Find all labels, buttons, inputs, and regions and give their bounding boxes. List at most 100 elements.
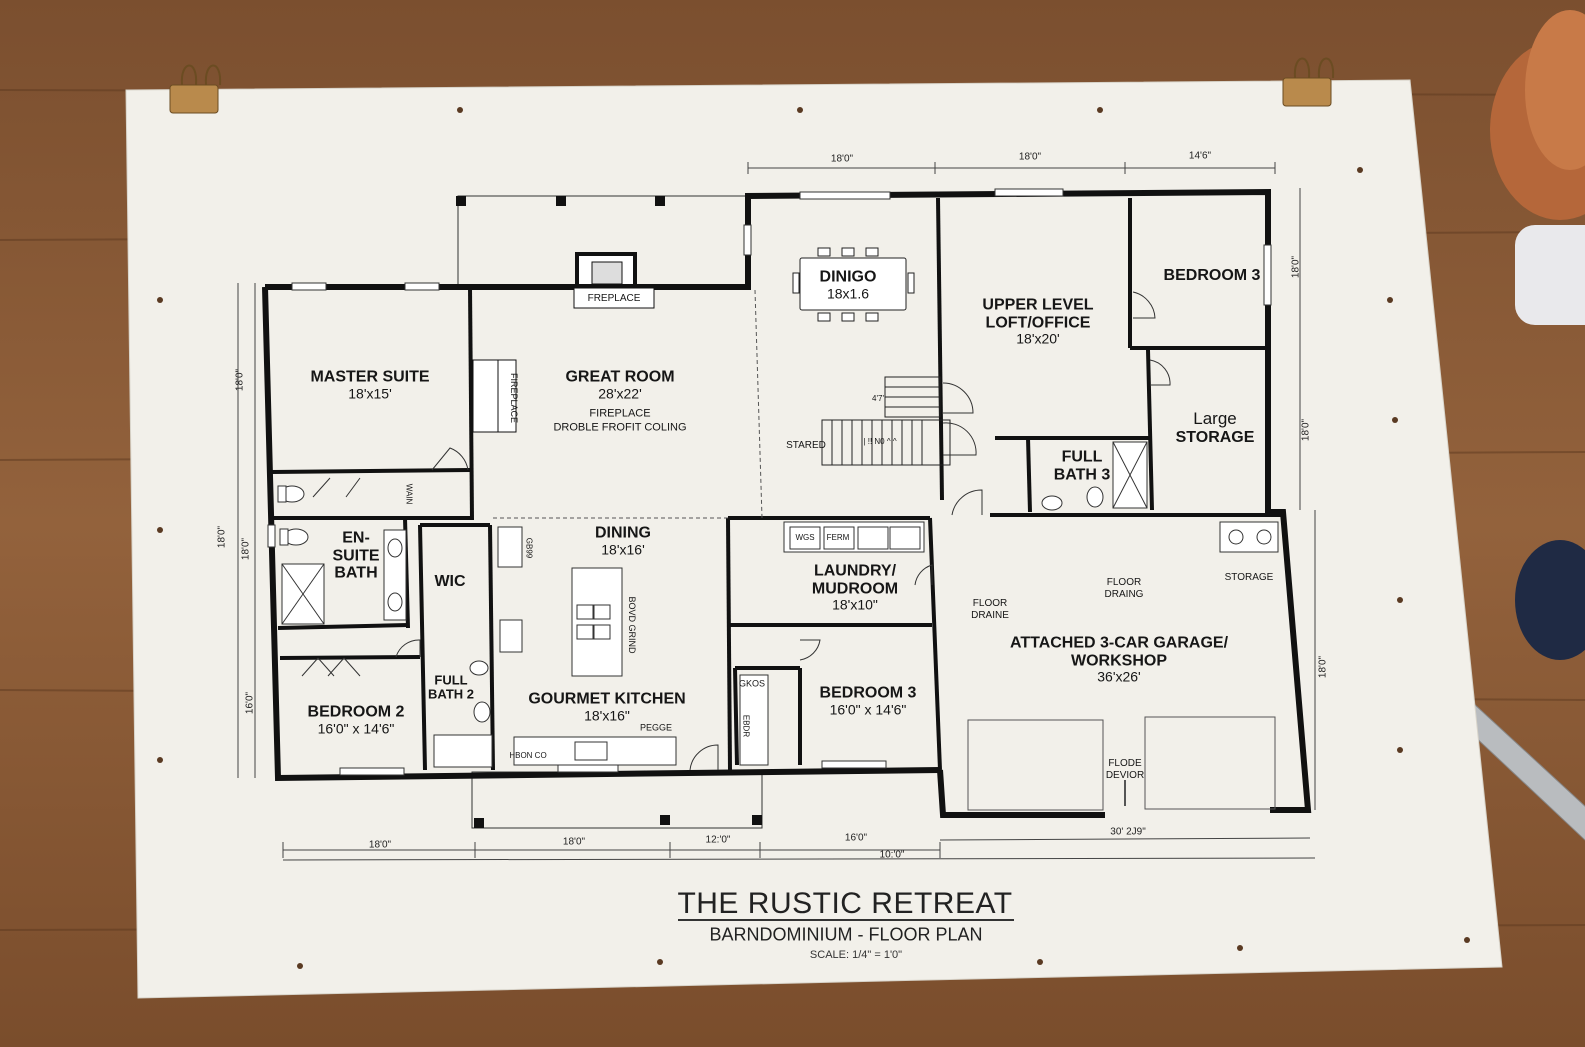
room-full-bath-2: FULL BATH 2 [428,672,474,703]
mug-icon [1515,540,1585,660]
room-name: WORKSHOP [1070,652,1167,670]
room-loft: UPPER LEVEL LOFT/OFFICE 18'x20' [982,297,1093,348]
dim-right-3: 18'0" [1317,655,1329,679]
room-name: GOURMET KITCHEN [528,690,686,708]
dim-bottom-5: 30' 2J9" [1110,826,1146,838]
room-laundry-mudroom: LAUNDRY/ MUDROOM 18'x10" [812,563,898,614]
room-ensuite-bath: EN- SUITE BATH [332,530,379,583]
room-name: FULL [1061,448,1103,466]
windows [267,188,1272,776]
island-label: BOVD GRIND [626,596,637,654]
storage-label: STORAGE [1224,572,1274,583]
dining-table-icon [792,247,915,322]
dim-right-1: 18'0" [1290,255,1302,279]
room-name: DINIGO [819,268,877,286]
bath-fixtures [277,441,1279,768]
dim-left-1: 18'0" [234,368,246,392]
dim-bottom-4: 16'0" [844,832,868,844]
room-master-suite: MASTER SUITE 18'x15' [310,369,429,402]
room-name: EN- [342,529,370,547]
dim-right-2: 18'0" [1300,418,1312,442]
room-bedroom-3-upper: BEDROOM 3 [1163,267,1261,285]
room-dims: 18x1.6 [826,285,870,302]
exterior-walls [262,188,1312,818]
stair-label: STARED [786,440,826,451]
room-name: BEDROOM 2 [307,703,405,721]
garage-doors [967,716,1276,811]
room-name: BEDROOM 3 [819,684,917,702]
room-garage: ATTACHED 3-CAR GARAGE/ WORKSHOP 36'x26' [1010,635,1228,686]
room-dims: 18'x10" [832,596,878,613]
binder-clip-icon [169,64,222,114]
dim-left-2: 18'0" [216,525,228,549]
floor-drain-label-b: FLOOR DRAING [1104,577,1144,600]
room-dims: 18'x16" [584,707,630,724]
plant-pot-icon [1490,10,1585,220]
hbon-label: HBON CO [509,751,547,761]
fireplace-icon [472,252,655,433]
room-name: ATTACHED 3-CAR GARAGE/ [1009,634,1229,652]
dim-top-2: 18'0" [1018,151,1042,163]
floor-drain-label-a: FLOOR DRAINE [971,598,1009,621]
pegge-label: PEGGE [639,722,673,733]
room-name: GREAT ROOM [565,368,675,386]
room-dims: 16'0" x 14'6" [829,701,907,718]
room-full-bath-3: FULL BATH 3 [1054,448,1111,483]
great-room-note-fireplace: FIREPLACE [589,407,651,420]
room-dims: 18'x20' [1016,330,1060,347]
stairs-icon [821,376,951,466]
gkos-label: GKOS [738,678,766,689]
paper-roll-icon [1515,225,1585,325]
room-name: BATH 2 [428,687,474,702]
plan-subtitle: BARNDOMINIUM - FLOOR PLAN [709,924,983,945]
fireplace-side-label: FIREPLACE [508,372,519,424]
dim-left-4: 16'0" [244,691,256,715]
dim-overall: 10:'0" [879,849,905,861]
title-underline [678,919,1014,921]
closet-label: WAIN [404,483,414,505]
stair-small-label: 4'7' [872,394,884,404]
stair-mid-label: | !! N0 ^ ^ [863,437,897,447]
room-name: LOFT/OFFICE [985,314,1091,332]
ebdr-label: EBDR [741,714,751,738]
laundry-label-b: FERM [826,533,850,543]
interior-walls [271,197,1283,771]
room-dims: 28'x22' [598,385,642,402]
room-dims: 36'x26' [1097,668,1141,685]
room-name: STORAGE [1175,428,1255,446]
open-boundary-lines [493,289,763,519]
room-name: MASTER SUITE [310,368,430,386]
room-dims: 18'x16' [601,541,645,558]
room-name: LAUNDRY/ [813,562,897,580]
room-name: Large [1193,408,1237,428]
door-swings [301,291,1171,771]
punch-holes [157,107,1470,969]
room-large-storage: Large STORAGE [1175,408,1255,446]
room-name: DINING [595,524,651,542]
room-dinigo: DINIGO 18x1.6 [820,269,877,302]
laundry-label-a: WGS [795,533,815,543]
room-name: BATH 3 [1053,466,1111,483]
dimension-lines [237,162,1316,861]
fireplace-label: FREPLACE [587,293,641,304]
plan-title: THE RUSTIC RETREAT [677,887,1013,920]
dim-bottom-3: 12:'0" [705,834,731,846]
room-great-room: GREAT ROOM 28'x22' [565,369,674,402]
kitchen-side-label: GB99 [524,537,534,559]
room-name: BATH [334,564,378,582]
dim-bottom-1: 18'0" [368,839,392,851]
room-name: SUITE [332,547,380,565]
great-room-note-ceiling: DROBLE FROFIT COLING [553,421,687,434]
room-name: UPPER LEVEL [982,296,1094,314]
room-bedroom-3-lower: BEDROOM 3 16'0" x 14'6" [820,685,917,718]
binder-clip-icon [1282,57,1335,107]
kitchen-fixtures [497,521,925,766]
room-dims: 16'0" x 14'6" [317,720,395,737]
plan-scale: SCALE: 1/4" = 1'0" [809,949,903,961]
room-wic: WIC [434,573,466,591]
room-bedroom-2: BEDROOM 2 16'0" x 14'6" [308,704,405,737]
dim-top-1: 18'0" [830,153,854,165]
room-name: FULL [434,672,468,688]
dim-left-3: 18'0" [240,537,252,561]
